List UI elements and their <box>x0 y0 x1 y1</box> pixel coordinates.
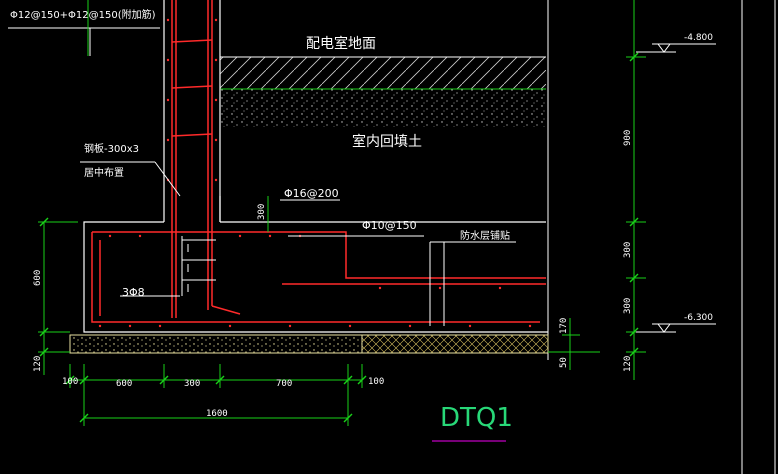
label-rebar-10: Φ10@150 <box>362 219 417 232</box>
dimension-ticks <box>39 52 639 423</box>
label-floor: 配电室地面 <box>306 35 376 52</box>
dim-total: 1600 <box>206 409 228 419</box>
elevation-top-text: -4.800 <box>684 33 713 43</box>
label-top-rebar: Φ12@150+Φ12@150(附加筋) <box>10 8 156 21</box>
wall-rebar <box>91 0 546 323</box>
dim-right-300a: 300 <box>623 242 633 258</box>
dim-bottom-1: 600 <box>116 379 132 389</box>
label-center-place: 居中布置 <box>84 166 124 179</box>
label-backfill: 室内回填土 <box>352 133 422 150</box>
wall-outline <box>83 0 548 333</box>
base-cushion <box>69 334 549 354</box>
stirrup-lines <box>181 236 216 296</box>
label-rebar-3: 3Φ8 <box>122 286 145 299</box>
label-rebar-16: Φ16@200 <box>284 187 339 200</box>
dim-bottom-3: 700 <box>276 379 292 389</box>
frame-lines <box>547 0 776 474</box>
elevation-marker-top <box>636 43 716 53</box>
waterproof-leader <box>429 241 516 326</box>
elevation-marker-bottom <box>636 323 716 333</box>
label-waterproof: 防水层铺贴 <box>460 229 510 242</box>
dim-left-base: 120 <box>33 356 43 372</box>
dim-bottom-2: 300 <box>184 379 200 389</box>
rebar-dots <box>98 18 532 328</box>
dim-wall-300: 300 <box>257 204 267 220</box>
dim-left-height: 600 <box>33 270 43 286</box>
drawing-title: DTQ1 <box>440 403 513 433</box>
dim-right-900: 900 <box>623 130 633 146</box>
label-steel-plate: 钢板-300x3 <box>84 142 139 155</box>
floor-slab <box>220 56 546 127</box>
elevation-bottom-text: -6.300 <box>684 313 713 323</box>
dim-bottom-0: 100 <box>62 377 78 387</box>
dim-small-170: 170 <box>559 318 569 334</box>
dim-right-300b: 300 <box>623 298 633 314</box>
dim-small-50: 50 <box>559 357 569 368</box>
dimension-lines <box>38 0 646 426</box>
dim-bottom-4: 100 <box>368 377 384 387</box>
dim-right-120: 120 <box>623 356 633 372</box>
